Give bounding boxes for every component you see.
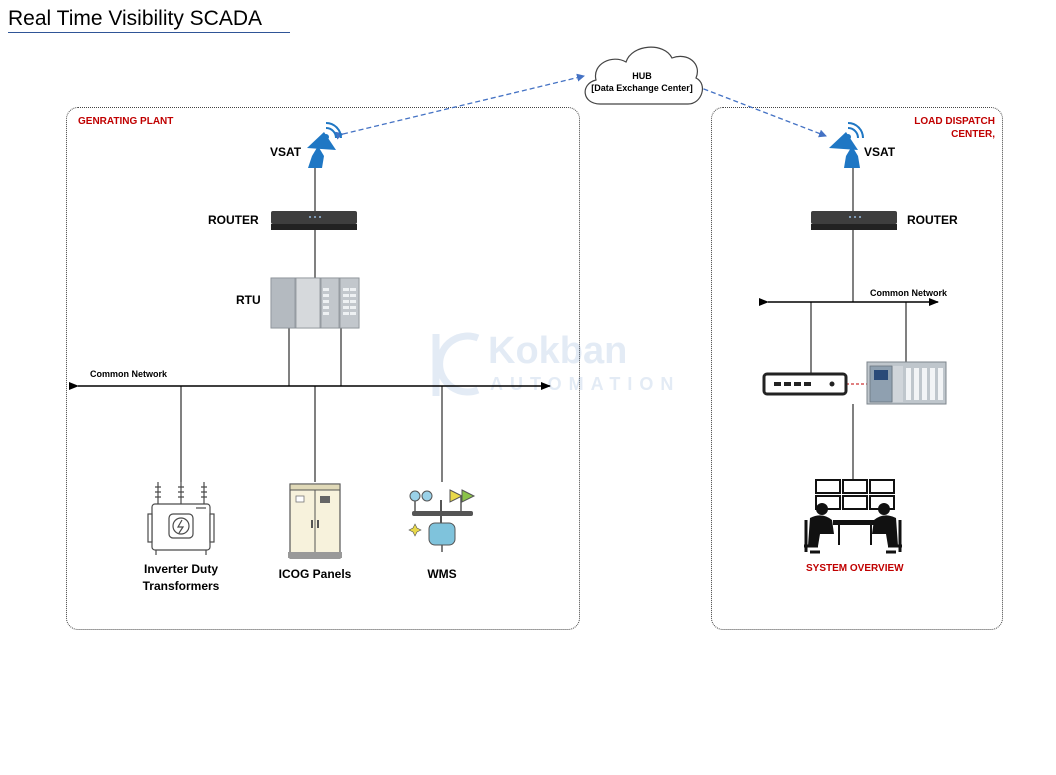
plant-vsat-icon [307,122,342,168]
hub-label: HUB [Data Exchange Center] [586,70,698,94]
rtu-label: RTU [236,293,261,307]
plant-router-icon [271,211,357,230]
transformer-label-line1: Inverter Duty [143,562,219,576]
transformer-label: Inverter Duty Transformers [121,561,241,595]
icog-label: ICOG Panels [278,567,352,581]
hub-subtitle: [Data Exchange Center] [591,83,693,93]
dispatch-router-label: ROUTER [907,213,958,227]
transformer-label-line2: Transformers [142,579,220,593]
controller-icon [866,361,947,405]
hub-title: HUB [632,71,652,81]
load-dispatch-zone [711,107,1003,630]
link-plant-hub [335,73,585,140]
dispatch-vsat-label: VSAT [864,145,896,159]
dispatch-router-icon [811,211,897,230]
system-overview-icon [804,479,902,554]
generating-plant-label: GENRATING PLANT [78,116,174,127]
generating-plant-zone [66,107,580,630]
rtu-icon [270,277,360,329]
hub-cloud-icon [584,46,704,105]
transformer-icon [147,482,215,555]
page-title: Real Time Visibility SCADA [8,6,291,33]
plant-network-label: Common Network [90,369,168,379]
network-switch-icon [762,372,848,396]
wms-label: WMS [427,567,457,581]
link-hub-dispatch [688,79,827,138]
icog-panel-icon [288,483,342,559]
plant-router-label: ROUTER [208,213,259,227]
load-dispatch-label: LOAD DISPATCH CENTER, [880,115,995,141]
system-overview-label: SYSTEM OVERVIEW [806,563,904,574]
dispatch-network-label: Common Network [870,288,948,298]
plant-vsat-label: VSAT [270,145,302,159]
load-dispatch-label-line1: LOAD DISPATCH [914,116,995,127]
load-dispatch-label-line2: CENTER, [951,129,995,140]
dispatch-vsat-icon [829,122,864,168]
wms-icon [408,489,476,552]
